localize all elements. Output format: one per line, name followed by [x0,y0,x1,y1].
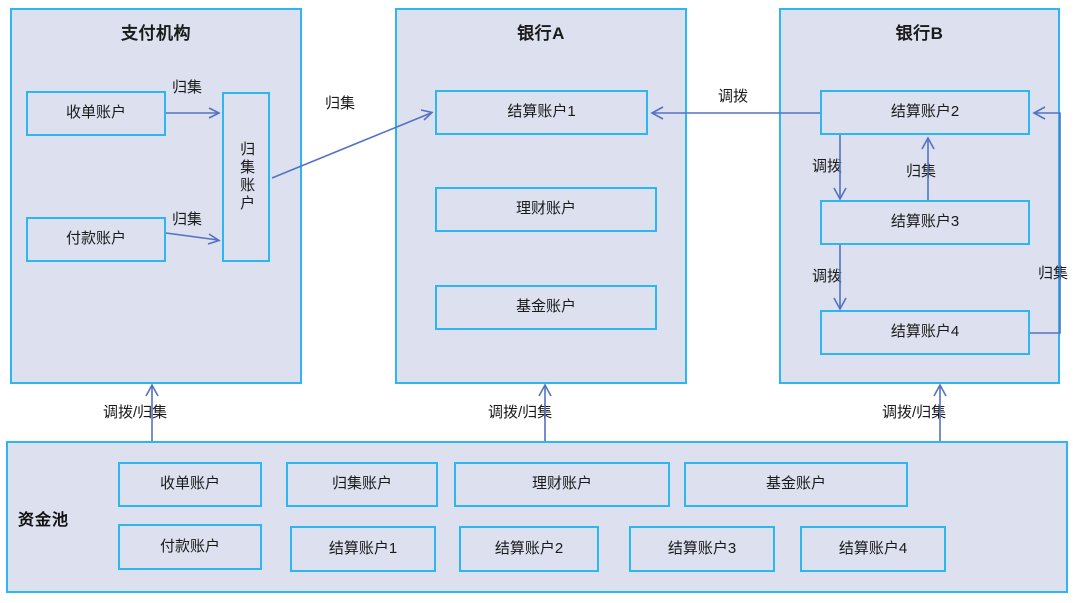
box-settlement-account-1[interactable]: 结算账户1 [435,90,648,135]
label-payment-to-concentration: 归集 [172,211,203,228]
box-payment-account[interactable]: 付款账户 [26,217,166,262]
pool-box-settlement-4[interactable]: 结算账户4 [800,526,946,572]
group-bank-b-title: 银行B [895,24,944,43]
label-pool-to-bank-b: 调拨/归集 [882,404,947,421]
pool-box-settlement-3[interactable]: 结算账户3 [629,526,775,572]
label-org-to-bank-a: 归集 [325,95,356,112]
box-settlement-account-4[interactable]: 结算账户4 [820,310,1030,355]
label-acquiring-to-concentration: 归集 [172,79,203,96]
pool-box-fund[interactable]: 基金账户 [684,462,908,507]
pool-box-concentration[interactable]: 归集账户 [286,462,438,507]
box-wealth-account[interactable]: 理财账户 [435,187,657,232]
box-settlement-account-2[interactable]: 结算账户2 [820,90,1030,135]
label-bank-b-to-bank-a: 调拨 [718,88,749,105]
box-fund-account[interactable]: 基金账户 [435,285,657,330]
label-s4-to-s2: 归集 [1038,265,1069,282]
label-s3-to-s4: 调拨 [812,268,843,285]
pool-box-acquiring[interactable]: 收单账户 [118,462,262,507]
group-payment-org-title: 支付机构 [121,24,191,43]
group-bank-a-title: 银行A [517,24,565,43]
label-s3-to-s2: 归集 [906,163,937,180]
fund-pool-label: 资金池 [18,512,70,529]
pool-box-wealth[interactable]: 理财账户 [454,462,670,507]
pool-box-settlement-1[interactable]: 结算账户1 [290,526,436,572]
box-settlement-account-3[interactable]: 结算账户3 [820,200,1030,245]
box-acquiring-account[interactable]: 收单账户 [26,91,166,136]
pool-box-payment[interactable]: 付款账户 [118,524,262,570]
label-pool-to-bank-a: 调拨/归集 [488,404,553,421]
label-s2-to-s3: 调拨 [812,158,843,175]
pool-box-settlement-2[interactable]: 结算账户2 [459,526,599,572]
label-pool-to-org: 调拨/归集 [103,404,168,421]
box-concentration-account[interactable]: 归集账户 [222,92,270,262]
